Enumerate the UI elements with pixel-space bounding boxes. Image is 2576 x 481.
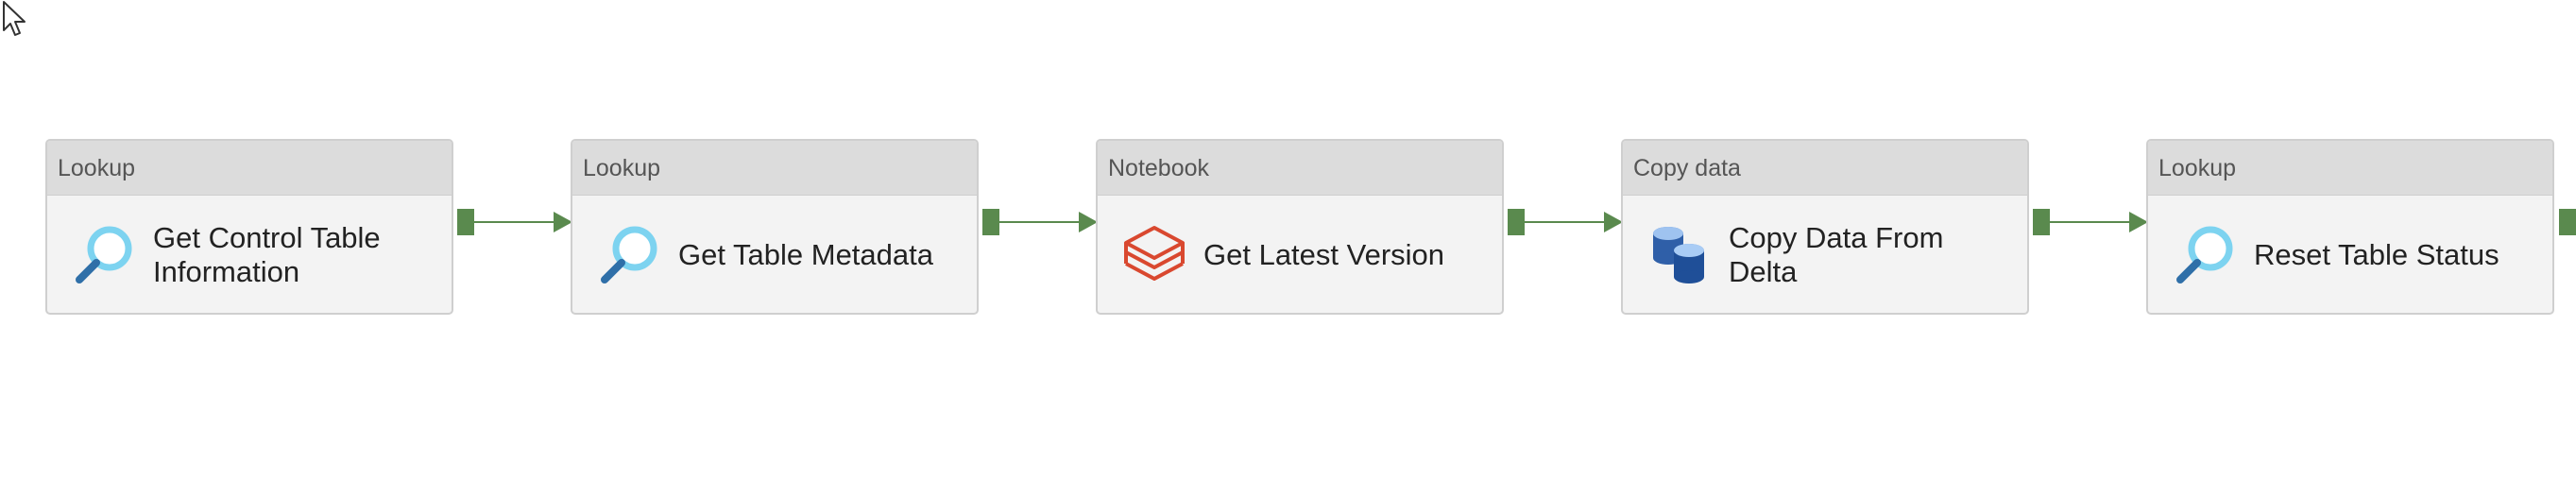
lookup-magnifier-icon bbox=[2176, 226, 2233, 283]
success-connector[interactable] bbox=[982, 209, 1098, 237]
output-port[interactable] bbox=[2559, 209, 2576, 235]
arrow-right-icon bbox=[2129, 212, 2148, 232]
activity-type-label: Lookup bbox=[572, 141, 977, 196]
activity-get-control-table-information[interactable]: Lookup Get Control Table Information bbox=[45, 139, 453, 315]
activity-get-table-metadata[interactable]: Lookup Get Table Metadata bbox=[571, 139, 979, 315]
success-connector[interactable] bbox=[1508, 209, 1623, 237]
output-port[interactable] bbox=[1508, 209, 1525, 235]
activity-name: Get Control Table Information bbox=[153, 221, 381, 288]
activity-reset-table-status[interactable]: Lookup Reset Table Status bbox=[2146, 139, 2554, 315]
activity-copy-data-from-delta[interactable]: Copy data Copy Data From Delta bbox=[1621, 139, 2029, 315]
lookup-magnifier-icon bbox=[76, 226, 132, 283]
output-port[interactable] bbox=[457, 209, 474, 235]
output-port[interactable] bbox=[2033, 209, 2050, 235]
lookup-magnifier-icon bbox=[601, 226, 657, 283]
mouse-pointer-icon bbox=[3, 1, 26, 36]
activity-name: Copy Data From Delta bbox=[1729, 221, 1944, 288]
activity-type-label: Notebook bbox=[1098, 141, 1502, 196]
arrow-right-icon bbox=[554, 212, 572, 232]
activity-type-label: Lookup bbox=[47, 141, 452, 196]
activity-name: Reset Table Status bbox=[2254, 238, 2499, 271]
output-port[interactable] bbox=[982, 209, 999, 235]
success-connector[interactable] bbox=[2033, 209, 2148, 237]
success-connector[interactable] bbox=[457, 209, 572, 237]
copy-data-database-icon bbox=[1653, 227, 1704, 283]
activity-name: Get Latest Version bbox=[1203, 238, 1445, 271]
arrow-right-icon bbox=[1079, 212, 1098, 232]
activity-type-label: Copy data bbox=[1623, 141, 2027, 196]
activity-name: Get Table Metadata bbox=[678, 238, 933, 271]
arrow-right-icon bbox=[1604, 212, 1623, 232]
activity-get-latest-version[interactable]: Notebook Get Latest Version bbox=[1096, 139, 1504, 315]
databricks-notebook-icon bbox=[1124, 226, 1185, 281]
activity-type-label: Lookup bbox=[2148, 141, 2552, 196]
